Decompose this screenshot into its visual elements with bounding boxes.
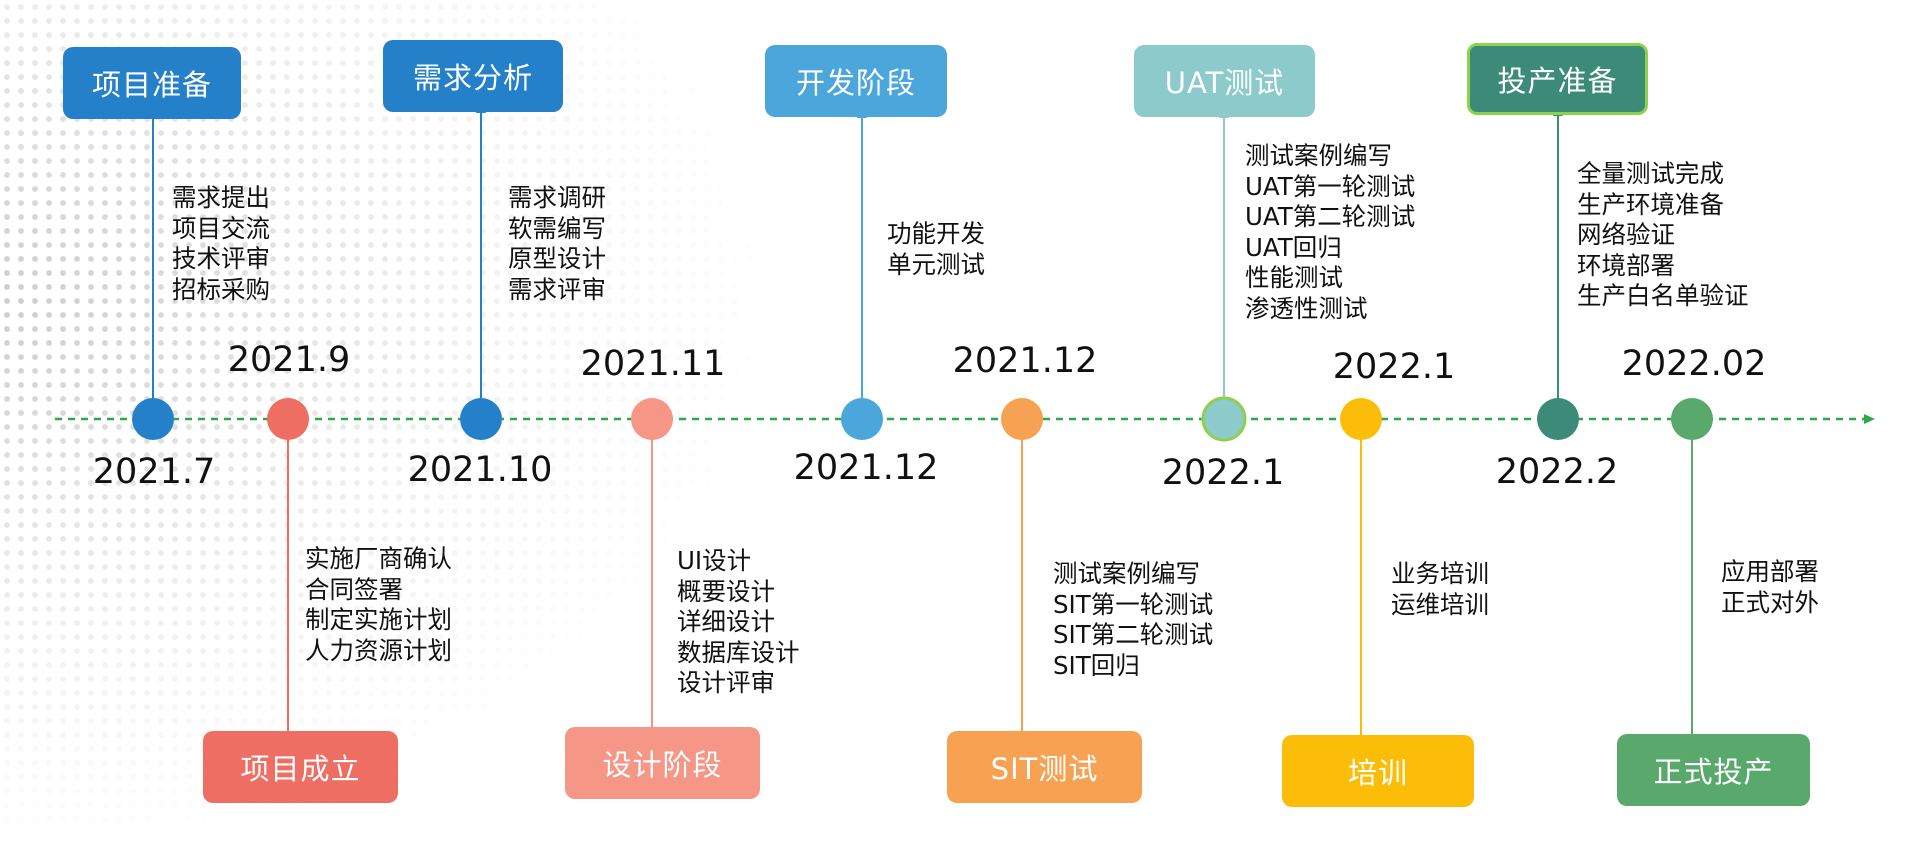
task-item: 实施厂商确认 bbox=[305, 544, 452, 573]
task-item: 需求提出 bbox=[172, 183, 270, 212]
milestone-date-2021-10: 2021.10 bbox=[407, 450, 553, 490]
phase-box-sit-testing: SIT测试 bbox=[947, 731, 1142, 803]
timeline-node-m3 bbox=[460, 398, 502, 440]
task-item: 网络验证 bbox=[1577, 220, 1675, 249]
task-item: SIT第二轮测试 bbox=[1053, 620, 1214, 649]
phase-box-project-preparation: 项目准备 bbox=[63, 47, 241, 119]
task-item: 渗透性测试 bbox=[1245, 293, 1368, 323]
timeline-node-m2 bbox=[267, 398, 309, 440]
task-list-uat-testing: 测试案例编写 UAT第一轮测试 UAT第二轮测试 UAT回归 性能测试 渗透性测… bbox=[1245, 141, 1415, 324]
milestone-date-2022-2: 2022.2 bbox=[1495, 452, 1619, 492]
task-item: 原型设计 bbox=[508, 244, 606, 273]
task-item: 生产白名单验证 bbox=[1577, 281, 1749, 310]
task-list-development: 功能开发 单元测试 bbox=[887, 219, 985, 280]
task-item: SIT回归 bbox=[1053, 650, 1140, 680]
task-item: UI设计 bbox=[677, 546, 752, 575]
task-item: 制定实施计划 bbox=[305, 605, 452, 634]
task-item: 详细设计 bbox=[677, 607, 775, 636]
task-list-go-live: 应用部署 正式对外 bbox=[1721, 557, 1819, 618]
task-item: 测试案例编写 bbox=[1245, 141, 1392, 170]
task-item: 生产环境准备 bbox=[1577, 189, 1724, 219]
task-list-production-preparation: 全量测试完成 生产环境准备 网络验证 环境部署 生产白名单验证 bbox=[1577, 159, 1749, 312]
task-item: 数据库设计 bbox=[677, 637, 800, 667]
task-list-sit-testing: 测试案例编写 SIT第一轮测试 SIT第二轮测试 SIT回归 bbox=[1053, 559, 1213, 681]
task-item: 运维培训 bbox=[1391, 589, 1489, 619]
phase-box-production-preparation: 投产准备 bbox=[1467, 43, 1648, 115]
task-list-requirements-analysis: 需求调研 软需编写 原型设计 需求评审 bbox=[508, 183, 606, 305]
task-item: UAT第二轮测试 bbox=[1245, 202, 1416, 231]
phase-box-design: 设计阶段 bbox=[565, 727, 760, 799]
timeline-nodes bbox=[132, 396, 1713, 442]
milestone-date-2022-1-uat: 2022.1 bbox=[1161, 453, 1285, 493]
task-item: 招标采购 bbox=[172, 274, 270, 304]
task-item: 概要设计 bbox=[677, 576, 775, 606]
task-item: 应用部署 bbox=[1721, 557, 1819, 586]
task-item: 测试案例编写 bbox=[1053, 559, 1200, 588]
timeline-node-m10 bbox=[1671, 398, 1713, 440]
task-item: 项目交流 bbox=[172, 213, 270, 243]
task-item: UAT第一轮测试 bbox=[1245, 171, 1416, 201]
task-item: 需求调研 bbox=[508, 183, 606, 212]
milestone-date-2021-12-sit: 2021.12 bbox=[952, 341, 1098, 381]
task-item: UAT回归 bbox=[1245, 232, 1342, 262]
phase-box-development: 开发阶段 bbox=[765, 45, 947, 117]
task-item: 技术评审 bbox=[172, 244, 270, 273]
task-item: 正式对外 bbox=[1721, 587, 1819, 617]
task-item: 环境部署 bbox=[1577, 250, 1675, 280]
timeline-node-m7 bbox=[1201, 396, 1247, 442]
timeline-node-m8 bbox=[1340, 398, 1382, 440]
task-item: 单元测试 bbox=[887, 249, 985, 279]
task-item: 功能开发 bbox=[887, 219, 985, 248]
milestone-date-2022-02: 2022.02 bbox=[1621, 344, 1767, 384]
timeline-node-m6 bbox=[1001, 398, 1043, 440]
connector-lines bbox=[148, 103, 1697, 745]
phase-box-uat-testing: UAT测试 bbox=[1134, 45, 1315, 117]
timeline-node-m1 bbox=[132, 398, 174, 440]
milestone-date-2021-9: 2021.9 bbox=[227, 340, 351, 380]
task-item: 需求评审 bbox=[508, 274, 606, 304]
task-item: 人力资源计划 bbox=[305, 635, 452, 665]
phase-box-requirements-analysis: 需求分析 bbox=[383, 40, 563, 112]
timeline-node-m4 bbox=[631, 398, 673, 440]
task-list-design: UI设计 概要设计 详细设计 数据库设计 设计评审 bbox=[677, 546, 800, 699]
milestone-date-2022-1-training: 2022.1 bbox=[1332, 347, 1456, 387]
task-item: 业务培训 bbox=[1391, 559, 1489, 588]
task-item: 性能测试 bbox=[1245, 263, 1343, 292]
task-list-project-preparation: 需求提出 项目交流 技术评审 招标采购 bbox=[172, 183, 270, 305]
milestone-date-2021-12-dev: 2021.12 bbox=[793, 448, 939, 488]
timeline-node-m5 bbox=[841, 398, 883, 440]
phase-box-go-live: 正式投产 bbox=[1617, 734, 1810, 806]
task-item: 软需编写 bbox=[508, 213, 606, 243]
milestone-date-2021-7: 2021.7 bbox=[92, 452, 216, 492]
phase-box-project-established: 项目成立 bbox=[203, 731, 398, 803]
task-item: 合同签署 bbox=[305, 574, 403, 604]
phase-box-training: 培训 bbox=[1282, 735, 1474, 807]
task-item: 设计评审 bbox=[677, 668, 775, 697]
task-list-project-established: 实施厂商确认 合同签署 制定实施计划 人力资源计划 bbox=[305, 544, 452, 666]
timeline-node-m9 bbox=[1537, 398, 1579, 440]
task-item: SIT第一轮测试 bbox=[1053, 589, 1214, 619]
milestone-date-2021-11: 2021.11 bbox=[580, 344, 726, 384]
task-list-training: 业务培训 运维培训 bbox=[1391, 559, 1489, 620]
task-item: 全量测试完成 bbox=[1577, 159, 1724, 188]
